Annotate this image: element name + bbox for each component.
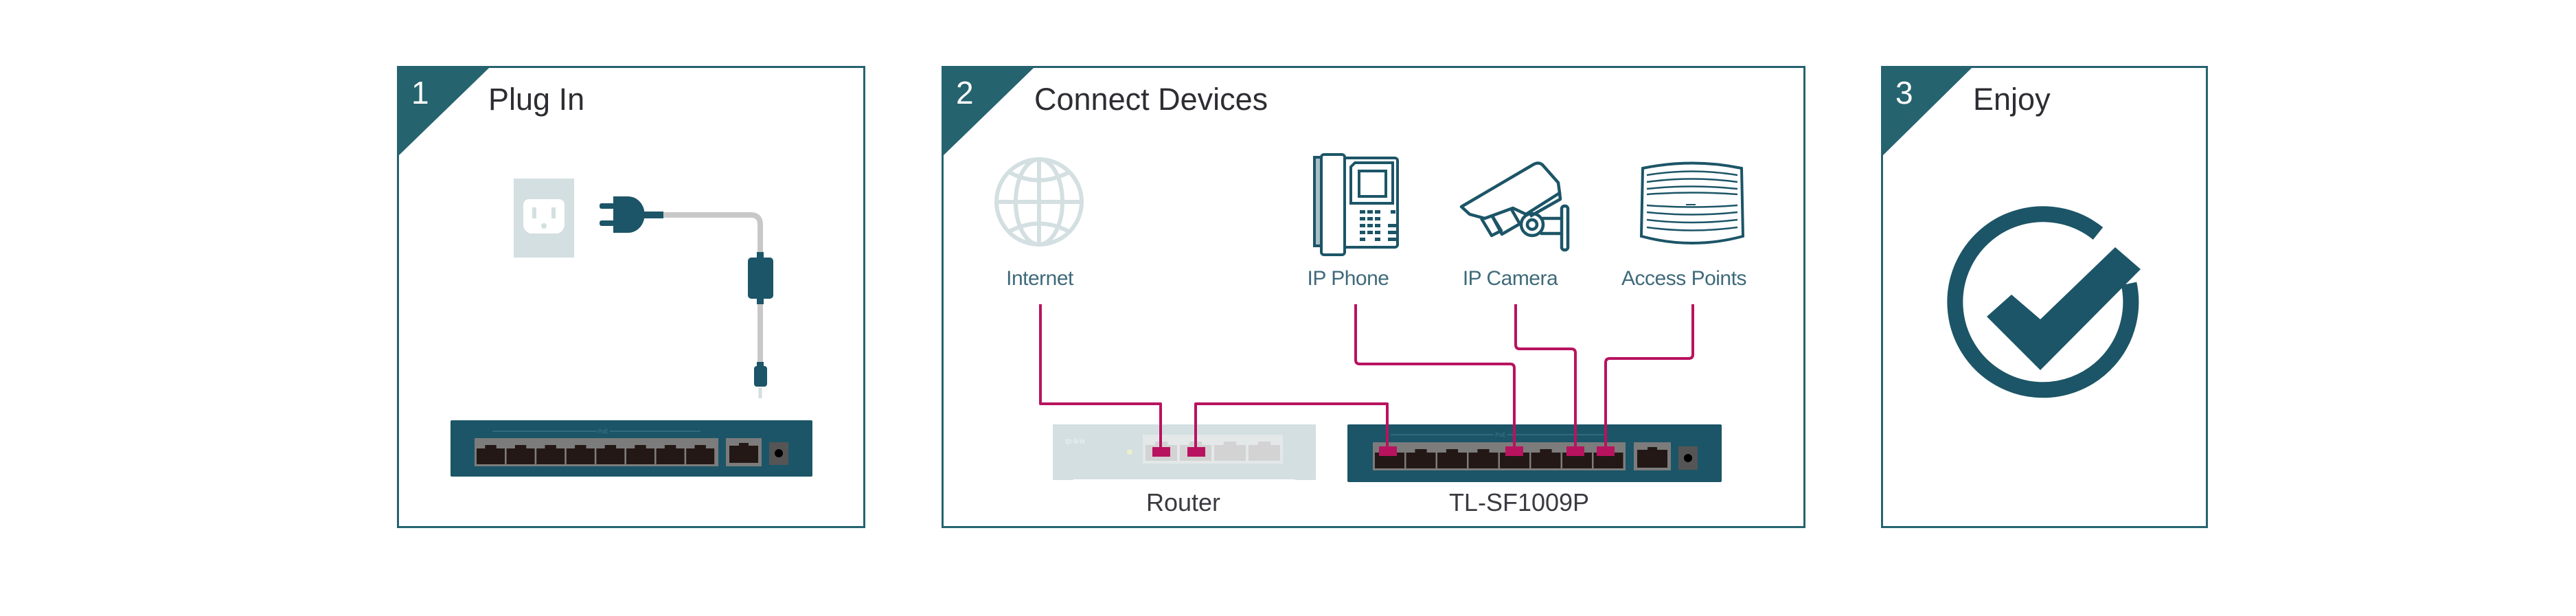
step-2-number: 2 bbox=[956, 75, 974, 111]
phone-key bbox=[1360, 210, 1365, 214]
access-point-icon bbox=[1639, 161, 1745, 244]
poe-port bbox=[596, 445, 625, 464]
phone-key bbox=[1375, 224, 1380, 227]
globe-icon bbox=[994, 157, 1084, 247]
cable-router-switch bbox=[1194, 402, 1389, 450]
poe-port bbox=[477, 445, 505, 464]
power-cable bbox=[663, 212, 763, 398]
step-1-number: 1 bbox=[411, 75, 429, 111]
phone-key bbox=[1360, 224, 1365, 227]
switch-port-group bbox=[477, 445, 715, 464]
switch-model-label: TL-SF1009P bbox=[1448, 488, 1590, 516]
phone-key bbox=[1367, 224, 1373, 227]
phone-key bbox=[1375, 210, 1380, 214]
poe-port bbox=[1437, 449, 1467, 468]
phone-key bbox=[1367, 210, 1373, 214]
poe-port bbox=[656, 445, 685, 464]
router-brand-label: tp-link bbox=[1065, 437, 1086, 446]
power-outlet-icon bbox=[514, 179, 574, 258]
access-points-label: Access Points bbox=[1621, 267, 1746, 290]
step-3-title: Enjoy bbox=[1973, 82, 2051, 117]
cable-internet-router bbox=[1039, 304, 1162, 450]
poe-port bbox=[566, 445, 595, 464]
poe-port bbox=[1406, 449, 1436, 468]
phone-key bbox=[1375, 238, 1380, 241]
poe-port bbox=[1468, 449, 1498, 468]
poe-label: PoE bbox=[597, 429, 608, 435]
poe-port bbox=[536, 445, 565, 464]
uplink-port bbox=[729, 443, 758, 463]
router-label: Router bbox=[1145, 488, 1221, 516]
ip-camera-icon bbox=[1459, 161, 1570, 252]
phone-key bbox=[1367, 231, 1373, 234]
cable-ipphone-switch bbox=[1354, 304, 1516, 450]
switch-device-icon: PoE bbox=[451, 420, 812, 477]
phone-key bbox=[1360, 231, 1365, 234]
phone-key bbox=[1375, 217, 1380, 220]
router-lan-port bbox=[1249, 442, 1281, 461]
router-lan-port bbox=[1214, 442, 1246, 461]
step-2-corner-badge bbox=[944, 68, 1034, 155]
ip-phone-label: IP Phone bbox=[1307, 267, 1389, 290]
power-adapter-icon bbox=[748, 252, 773, 387]
cable-ipcamera-switch bbox=[1514, 304, 1577, 450]
phone-key bbox=[1388, 238, 1398, 241]
poe-port bbox=[686, 445, 715, 464]
switch-plug-port-7 bbox=[1566, 446, 1584, 456]
step-3-panel: 3 Enjoy bbox=[1881, 66, 2208, 528]
step-1-title: Plug In bbox=[488, 82, 585, 117]
switch-plug-port-8 bbox=[1597, 446, 1615, 456]
poe-port bbox=[1531, 449, 1561, 468]
power-plug-icon bbox=[600, 196, 663, 233]
step-3-corner-badge bbox=[1883, 68, 1972, 155]
tl-sf1009p-switch-icon: PoE bbox=[1347, 424, 1722, 482]
phone-key bbox=[1360, 217, 1365, 220]
poe-port bbox=[506, 445, 535, 464]
poe-port bbox=[626, 445, 654, 464]
step-3-number: 3 bbox=[1895, 75, 1913, 111]
uplink-port bbox=[1637, 447, 1667, 468]
router-device-icon: tp-link bbox=[1053, 424, 1316, 480]
ip-camera-label: IP Camera bbox=[1462, 267, 1558, 290]
phone-key bbox=[1388, 231, 1398, 234]
phone-key bbox=[1360, 238, 1365, 241]
check-circle-icon bbox=[1947, 206, 2141, 398]
router-plug-1 bbox=[1152, 447, 1170, 457]
router-plug-2 bbox=[1187, 447, 1205, 457]
phone-key bbox=[1375, 231, 1380, 234]
cable-plugs bbox=[1152, 446, 1615, 457]
poe-label: PoE bbox=[1495, 432, 1505, 438]
network-cables bbox=[1039, 304, 1694, 450]
phone-key bbox=[1391, 210, 1395, 214]
phone-key bbox=[1367, 217, 1373, 220]
switch-plug-port-5 bbox=[1505, 446, 1523, 456]
ip-phone-icon bbox=[1313, 153, 1399, 256]
step-2-title: Connect Devices bbox=[1034, 82, 1268, 117]
cable-accesspoint-switch bbox=[1604, 304, 1694, 450]
router-led bbox=[1127, 449, 1132, 455]
step-1-corner-badge bbox=[399, 68, 489, 155]
phone-key bbox=[1388, 224, 1398, 227]
switch-plug-port-1 bbox=[1379, 446, 1397, 456]
internet-label: Internet bbox=[1006, 267, 1073, 290]
